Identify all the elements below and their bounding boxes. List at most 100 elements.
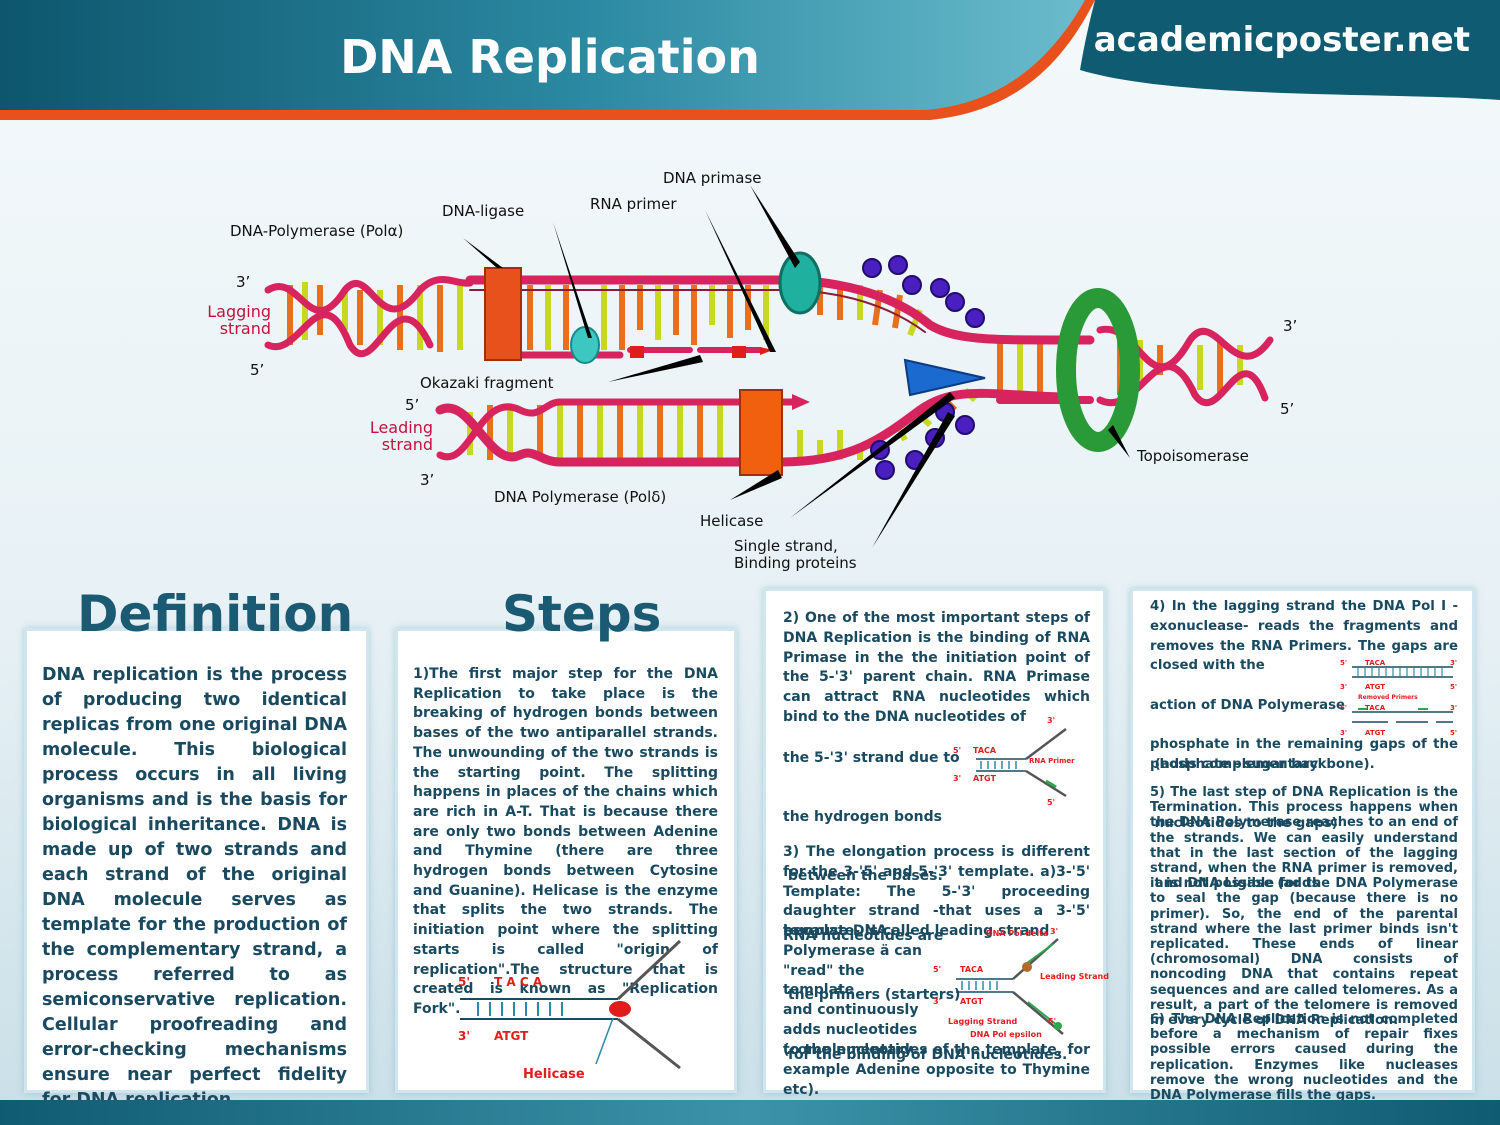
helicase-wedge (903, 358, 986, 397)
mini-fork-polymerases: DNA Pol delta 3' 5' TACA Leading Strand … (933, 927, 1109, 1039)
mini3-leading: Leading Strand (1040, 972, 1109, 981)
mini3-three: 3' (933, 997, 941, 1006)
step2-line: the primers (starters) (783, 987, 961, 1004)
steps-heading: Steps (502, 585, 662, 643)
step4-text-c: phosphate in the remaining gaps of the p… (1150, 737, 1458, 772)
mini4-atgt-b: ATGT (1365, 729, 1385, 737)
steps-panel-3: 4) In the lagging strand the DNA Pol I -… (1130, 588, 1475, 1103)
mini2-atgt: ATGT (973, 774, 996, 783)
mini1-five: 5' (458, 975, 470, 989)
mini4-taca-b: TACA (1365, 704, 1386, 712)
step5-text: 5) The last step of DNA Replication is t… (1150, 785, 1458, 1029)
step1-text: 1)The first major step for the DNA Repli… (413, 666, 718, 1017)
mini2-three: 3' (953, 774, 961, 783)
definition-text: DNA replication is the process of produc… (42, 665, 347, 1110)
label-helicase: Helicase (700, 512, 764, 530)
step3-text-a: 3) The elongation process is different f… (783, 844, 1090, 940)
replication-fork-diagram (264, 185, 1274, 548)
mini4-taca: TACA (1365, 659, 1386, 667)
topoisomerase-ring (1056, 288, 1140, 452)
mini4-five-bottom: 5' (1450, 683, 1457, 691)
footer-bar (0, 1100, 1500, 1125)
step2-line: RNA nucleotides are (783, 927, 944, 944)
mini3-taca: TACA (960, 965, 984, 974)
label-leading-strand: Leading strand (369, 418, 433, 454)
label-pol-delta: DNA Polymerase (Polδ) (494, 488, 667, 506)
mini-fork-helicase: 5' T A C A 3' ATGT Helicase (458, 939, 682, 1082)
label-right-5prime: 5’ (1280, 400, 1295, 418)
step2-line: the hydrogen bonds (783, 808, 942, 825)
step3-line: because DNA (783, 923, 888, 939)
mini2-taca: TACA (973, 746, 997, 755)
mini4-removed: Removed Primers (1358, 694, 1418, 701)
primase-ring (778, 251, 822, 315)
mini2-rna-primer: RNA Primer (1029, 757, 1075, 765)
step4-line: action of DNA Polymerase (1150, 697, 1346, 713)
pol-delta-block (739, 389, 783, 476)
poster-title: DNA Replication (340, 30, 760, 84)
mini4-three-c: 3' (1340, 729, 1347, 737)
mini1-helicase: Helicase (523, 1067, 585, 1082)
step4-text-a: 4) In the lagging strand the DNA Pol I -… (1150, 599, 1458, 674)
step2-text-a: 2) One of the most important steps of DN… (783, 610, 1090, 725)
mini4-atgt: ATGT (1365, 683, 1385, 691)
steps-panel-2: 2) One of the most important steps of DN… (763, 588, 1109, 1098)
mini3-atgt: ATGT (960, 997, 983, 1006)
site-name: academicposter.net (1093, 20, 1470, 60)
definition-panel: DNA replication is the process of produc… (24, 628, 369, 1110)
mini3-pol-delta: DNA Pol delta (986, 929, 1048, 938)
step3-line: (complementary (783, 1041, 913, 1058)
label-lagging-3prime: 3’ (236, 273, 251, 291)
step2-line: between the bases. (783, 868, 943, 885)
definition-heading: Definition (77, 585, 354, 643)
step4-text-b: action of DNA Polymerase (adds complemen… (1150, 656, 1346, 933)
mini1-atgt: ATGT (494, 1029, 529, 1043)
mini3-pol-epsilon: DNA Pol epsilon (970, 1030, 1042, 1039)
mini1-taca: T A C A (494, 975, 543, 989)
mini-removed-primers: 5' TACA 3' 3' ATGT 5' Removed Primers 5'… (1340, 659, 1457, 737)
label-right-3prime: 3’ (1283, 317, 1298, 335)
step2-line: for the binding of DNA nucleotides. (783, 1046, 1068, 1063)
header-banner (0, 0, 1500, 120)
mini4-five: 5' (1340, 659, 1347, 667)
mini3-top-three: 3' (1050, 927, 1058, 936)
step3-line: "read" the template (783, 962, 865, 999)
step6-text: 6) The DNA Replication is not completed … (1150, 1012, 1458, 1104)
label-leading-3prime: 3’ (420, 471, 435, 489)
mini4-five-c: 5' (1450, 729, 1457, 737)
step2-text-b: the 5-'3' strand due to the hydrogen bon… (783, 709, 1068, 1105)
mini2-top-three: 3' (1047, 716, 1055, 725)
label-leading-5prime: 5’ (405, 396, 420, 414)
label-okazaki: Okazaki fragment (420, 374, 554, 392)
mini1-three: 3' (458, 1029, 470, 1043)
step4-line: nucleotides to the gaps) (1150, 816, 1338, 832)
step3-line: adds nucleotides (783, 1021, 918, 1038)
mini4-five-b: 5' (1340, 704, 1347, 712)
mini3-lagging: Lagging Strand (948, 1017, 1018, 1026)
mini3-five: 5' (933, 965, 941, 974)
pol-alpha-block (484, 267, 522, 361)
mini2-five: 5' (953, 746, 961, 755)
mini3-bottom-five: 5' (1048, 1017, 1056, 1026)
label-dna-primase: DNA primase (663, 169, 762, 187)
step3-line: and continuously (783, 1002, 919, 1019)
label-lagging-5prime: 5’ (250, 361, 265, 379)
step3-text-b: because DNA Polymerase ä can "read" the … (783, 922, 933, 1061)
mini4-three-b: 3' (1450, 704, 1457, 712)
label-lagging-strand: Lagging strand (207, 302, 271, 338)
step4-line: (adds complementary (1150, 756, 1319, 772)
label-pol-alpha: DNA-Polymerase (Polα) (230, 222, 404, 240)
mini4-three: 3' (1340, 683, 1347, 691)
mini2-bottom-five: 5' (1047, 798, 1055, 807)
mini-fork-rna-primer: 5' TACA 3' ATGT RNA Primer 3' 5' (953, 716, 1075, 807)
steps-panel-1: 1)The first major step for the DNA Repli… (395, 628, 737, 1093)
label-ssb: Single strand, Binding proteins (734, 537, 857, 572)
step4-line: and DNA Ligase (adds (1150, 875, 1320, 891)
label-dna-ligase: DNA-ligase (442, 202, 525, 220)
label-topoisomerase: Topoisomerase (1137, 447, 1249, 465)
label-rna-primer: RNA primer (590, 195, 677, 213)
step3-line: Polymerase ä can (783, 942, 922, 959)
step2-line: the 5-'3' strand due to (783, 749, 960, 766)
step3-text-c: to the nucleotides of the template, for … (783, 1042, 1090, 1098)
mini4-three-top: 3' (1450, 659, 1457, 667)
